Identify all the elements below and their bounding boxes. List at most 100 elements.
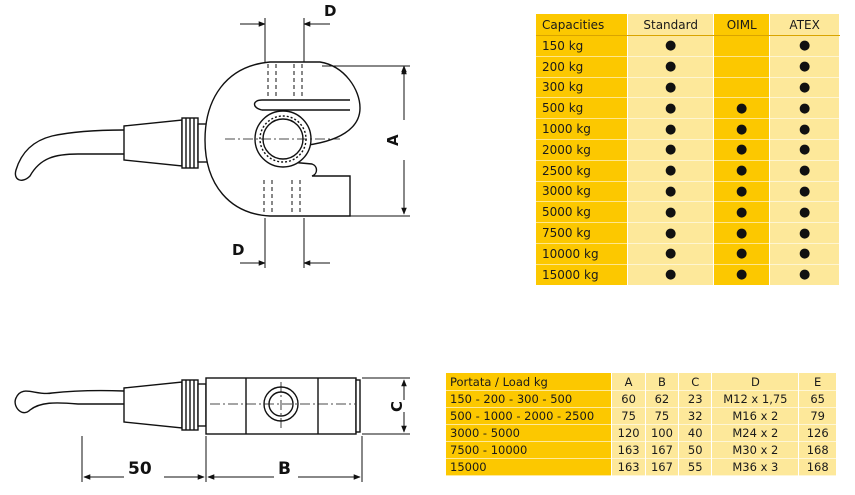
dim-e: 168 bbox=[798, 458, 837, 476]
dimensions-header-row: Portata / Load kg A B C D E bbox=[446, 373, 837, 391]
dim-e: 79 bbox=[798, 407, 837, 425]
load-range: 15000 bbox=[446, 458, 613, 476]
dim-e: 65 bbox=[798, 390, 837, 408]
capacity-row: 300 kg●● bbox=[536, 77, 840, 99]
standard-dot: ● bbox=[627, 118, 715, 140]
cable-side bbox=[14, 389, 125, 414]
dim-c: 32 bbox=[678, 407, 713, 425]
side-view-drawing bbox=[14, 377, 361, 435]
dim-c: 23 bbox=[678, 390, 713, 408]
capacities-table: Capacities Standard OIML ATEX 150 kg●●20… bbox=[536, 14, 840, 286]
header-a: A bbox=[611, 373, 646, 391]
dim-label-c: C bbox=[388, 401, 406, 412]
header-c: C bbox=[678, 373, 713, 391]
technical-drawing: D D A C bbox=[14, 2, 410, 482]
load-range: 500 - 1000 - 2000 - 2500 bbox=[446, 407, 613, 425]
dim-a: 120 bbox=[611, 424, 646, 442]
dim-d: M12 x 1,75 bbox=[711, 390, 800, 408]
dim-e: 168 bbox=[798, 441, 837, 459]
oiml-dot: ● bbox=[713, 118, 771, 140]
dim-a: 163 bbox=[611, 458, 646, 476]
oiml-dot: ● bbox=[713, 201, 771, 224]
atex-dot: ● bbox=[769, 264, 840, 286]
capacity-load: 7500 kg bbox=[536, 222, 629, 244]
atex-dot: ● bbox=[769, 160, 840, 182]
atex-dot: ● bbox=[769, 222, 840, 244]
capacity-row: 15000 kg●●● bbox=[536, 264, 840, 286]
dim-d: M36 x 3 bbox=[711, 458, 800, 476]
capacity-load: 2000 kg bbox=[536, 139, 629, 161]
capacities-header-row: Capacities Standard OIML ATEX bbox=[536, 14, 840, 36]
dim-c: 50 bbox=[678, 441, 713, 459]
capacity-row: 500 kg●●● bbox=[536, 97, 840, 120]
standard-dot: ● bbox=[627, 201, 715, 224]
dim-c: 40 bbox=[678, 424, 713, 442]
header-b: B bbox=[645, 373, 680, 391]
cable-gland-top bbox=[123, 119, 183, 167]
atex-dot: ● bbox=[769, 56, 840, 78]
standard-dot: ● bbox=[627, 35, 715, 57]
capacity-row: 3000 kg●●● bbox=[536, 181, 840, 203]
capacity-row: 7500 kg●●● bbox=[536, 222, 840, 244]
standard-dot: ● bbox=[627, 222, 715, 244]
dim-b: 100 bbox=[645, 424, 680, 442]
dim-d: M16 x 2 bbox=[711, 407, 800, 425]
dim-b: 167 bbox=[645, 458, 680, 476]
dim-d: M24 x 2 bbox=[711, 424, 800, 442]
dim-a: 75 bbox=[611, 407, 646, 425]
capacity-row: 200 kg●● bbox=[536, 56, 840, 78]
dim-label-a: A bbox=[384, 134, 402, 146]
atex-dot: ● bbox=[769, 35, 840, 57]
dim-d: M30 x 2 bbox=[711, 441, 800, 459]
capacities-body: 150 kg●●200 kg●●300 kg●●500 kg●●●1000 kg… bbox=[536, 35, 840, 286]
load-range: 150 - 200 - 300 - 500 bbox=[446, 390, 613, 408]
dim-label-b: B bbox=[278, 459, 291, 479]
oiml-dot bbox=[713, 56, 771, 78]
standard-dot: ● bbox=[627, 77, 715, 99]
header-capacities: Capacities bbox=[536, 14, 629, 36]
oiml-dot: ● bbox=[713, 181, 771, 203]
capacity-load: 500 kg bbox=[536, 97, 629, 120]
capacity-load: 150 kg bbox=[536, 35, 629, 57]
capacity-row: 5000 kg●●● bbox=[536, 201, 840, 224]
atex-dot: ● bbox=[769, 97, 840, 120]
standard-dot: ● bbox=[627, 160, 715, 182]
header-oiml: OIML bbox=[713, 14, 771, 36]
oiml-dot bbox=[713, 77, 771, 99]
capacity-load: 1000 kg bbox=[536, 118, 629, 140]
header-load: Portata / Load kg bbox=[446, 373, 613, 391]
header-standard: Standard bbox=[627, 14, 715, 36]
cable-gland-side bbox=[123, 381, 183, 429]
oiml-dot: ● bbox=[713, 264, 771, 286]
dim-label-d-bottom: D bbox=[232, 241, 244, 259]
atex-dot: ● bbox=[769, 243, 840, 265]
header-e: E bbox=[798, 373, 837, 391]
dimensions-table: Portata / Load kg A B C D E 150 - 200 - … bbox=[446, 373, 837, 476]
load-range: 3000 - 5000 bbox=[446, 424, 613, 442]
dim-b: 167 bbox=[645, 441, 680, 459]
oiml-dot: ● bbox=[713, 97, 771, 120]
dim-label-d-top: D bbox=[324, 2, 336, 20]
atex-dot: ● bbox=[769, 139, 840, 161]
oiml-dot: ● bbox=[713, 160, 771, 182]
cable-top bbox=[14, 129, 125, 181]
dim-b: 75 bbox=[645, 407, 680, 425]
dim-a: 163 bbox=[611, 441, 646, 459]
capacity-load: 3000 kg bbox=[536, 181, 629, 203]
atex-dot: ● bbox=[769, 201, 840, 224]
oiml-dot: ● bbox=[713, 243, 771, 265]
standard-dot: ● bbox=[627, 264, 715, 286]
standard-dot: ● bbox=[627, 243, 715, 265]
capacity-row: 2000 kg●●● bbox=[536, 139, 840, 161]
capacity-row: 2500 kg●●● bbox=[536, 160, 840, 182]
standard-dot: ● bbox=[627, 181, 715, 203]
atex-dot: ● bbox=[769, 181, 840, 203]
capacity-row: 150 kg●● bbox=[536, 35, 840, 57]
capacity-row: 1000 kg●●● bbox=[536, 118, 840, 140]
capacity-row: 10000 kg●●● bbox=[536, 243, 840, 265]
dim-b: 62 bbox=[645, 390, 680, 408]
